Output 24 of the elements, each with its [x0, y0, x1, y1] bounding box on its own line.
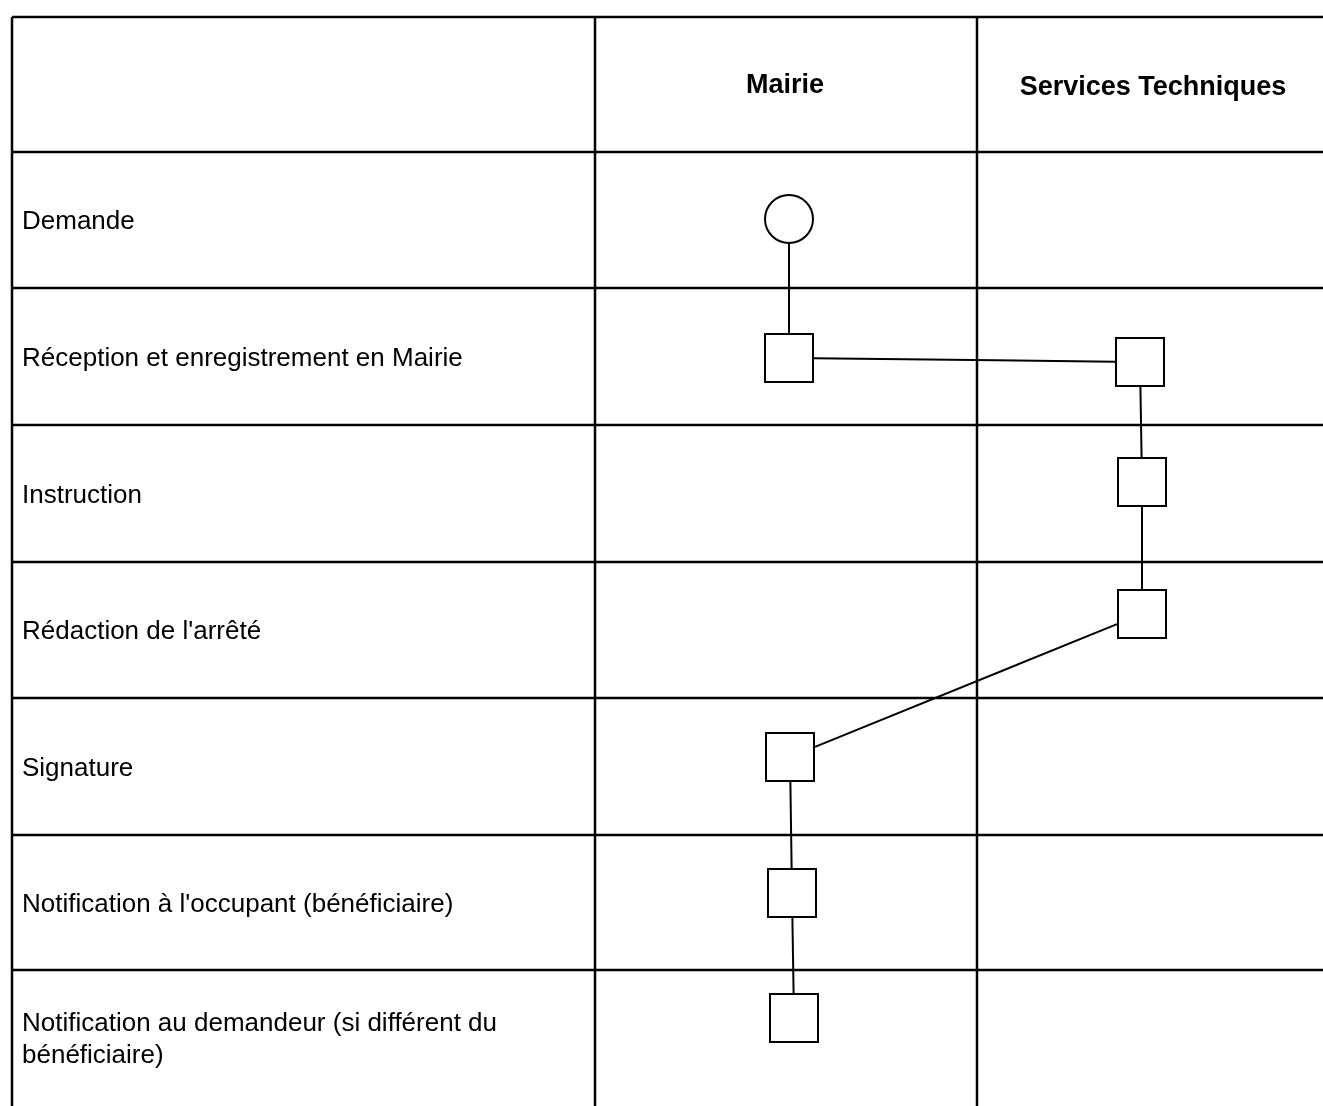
connector-line: [1141, 506, 1143, 590]
step-box: [1117, 457, 1167, 507]
connector-line: [791, 917, 795, 994]
start-circle: [764, 194, 814, 244]
column-header: Services Techniques: [1018, 70, 1288, 102]
step-box: [1115, 337, 1165, 387]
connector-line: [813, 357, 1116, 363]
connector-line: [814, 623, 1118, 748]
row-label: Demande: [22, 204, 136, 237]
step-box: [1117, 589, 1167, 639]
step-box: [765, 732, 815, 782]
step-box: [764, 333, 814, 383]
step-box: [767, 868, 817, 918]
row-label: Réception et enregistrement en Mairie: [22, 340, 464, 374]
row-label: Notification à l'occupant (bénéficiaire): [22, 886, 455, 920]
column-header: Mairie: [744, 68, 825, 100]
connector-line: [789, 781, 793, 869]
step-box: [769, 993, 819, 1043]
row-label: Signature: [22, 750, 135, 784]
connector-line: [788, 243, 790, 334]
row-label: Notification au demandeur (si différent du bénéficiaire): [22, 1006, 499, 1071]
connector-line: [1139, 386, 1143, 458]
row-label: Rédaction de l'arrêté: [22, 614, 263, 647]
row-label: Instruction: [22, 477, 143, 511]
